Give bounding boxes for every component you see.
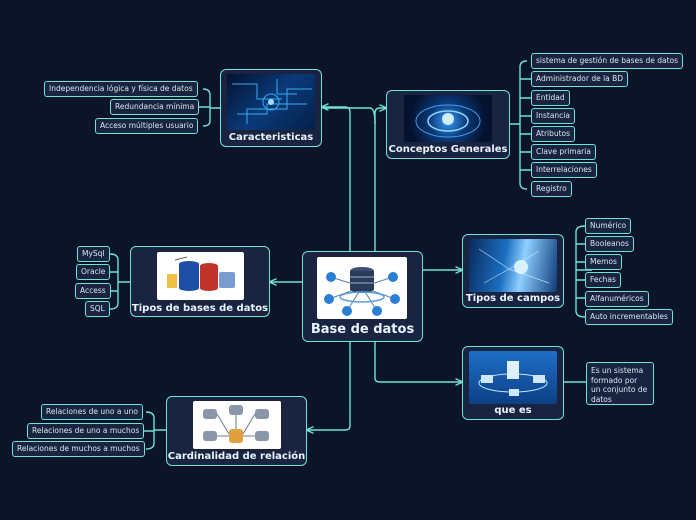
caracteristicas-title: Caracteristicas [228,132,314,143]
network-devices-image [469,351,557,404]
leaf-clave-primaria[interactable]: Clave primaria [531,144,596,160]
circuit-image [227,74,315,130]
conceptos-title: Conceptos Generales [388,144,508,155]
leaf-access[interactable]: Access [75,283,111,299]
leaf-fechas[interactable]: Fechas [585,272,621,288]
leaf-acceso[interactable]: Acceso múltiples usuario [95,118,199,134]
node-conceptos[interactable]: Conceptos Generales [386,90,510,159]
leaf-instancia[interactable]: Instancia [531,108,575,124]
leaf-oracle[interactable]: Oracle [76,264,111,280]
leaf-interrelaciones[interactable]: Interrelaciones [531,162,597,178]
leaf-uno-a-uno[interactable]: Relaciones de uno a uno [41,404,143,420]
leaf-auto-incrementables[interactable]: Auto incrementables [585,309,673,325]
leaf-redundancia[interactable]: Redundancia mínima [110,99,200,115]
note-que-es[interactable]: Es un sistema formado por un conjunto de… [586,362,654,405]
node-cardinalidad[interactable]: Cardinalidad de relación [166,396,307,466]
database-stack-image [157,252,244,300]
linked-databases-image [193,401,281,449]
leaf-entidad[interactable]: Entidad [531,90,570,106]
tipos-bd-title: Tipos de bases de datos [131,303,269,314]
leaf-registro[interactable]: Registro [531,181,572,197]
leaf-numerico[interactable]: Numérico [585,218,632,234]
node-tipos-campos[interactable]: Tipos de campos [462,234,564,308]
leaf-sql[interactable]: SQL [85,301,110,317]
database-network-image [317,257,407,319]
data-glow-image [469,239,557,292]
central-node[interactable]: Base de datos [302,251,423,342]
node-tipos-bd[interactable]: Tipos de bases de datos [130,246,270,317]
leaf-alfanumericos[interactable]: Alfanuméricos [585,291,649,307]
leaf-memos[interactable]: Memos [585,254,622,270]
leaf-booleanos[interactable]: Booleanos [585,236,634,252]
central-title: Base de datos [310,322,415,337]
leaf-administrador[interactable]: Administrador de la BD [531,71,629,87]
leaf-mysql[interactable]: MySql [77,246,110,262]
leaf-sgbd[interactable]: sistema de gestión de bases de datos [531,53,684,69]
cardinalidad-title: Cardinalidad de relación [167,451,306,462]
tipos-campos-title: Tipos de campos [465,293,561,304]
node-que-es[interactable]: que es [462,346,564,420]
leaf-muchos-a-muchos[interactable]: Relaciones de muchos a muchos [12,441,145,457]
que-es-title: que es [494,405,532,416]
leaf-independencia[interactable]: Independencia lógica y física de datos [44,81,198,97]
leaf-uno-a-muchos[interactable]: Relaciones de uno a muchos [27,423,145,439]
tech-orb-image [404,95,492,142]
leaf-atributos[interactable]: Atributos [531,126,576,142]
node-caracteristicas[interactable]: Caracteristicas [220,69,322,147]
